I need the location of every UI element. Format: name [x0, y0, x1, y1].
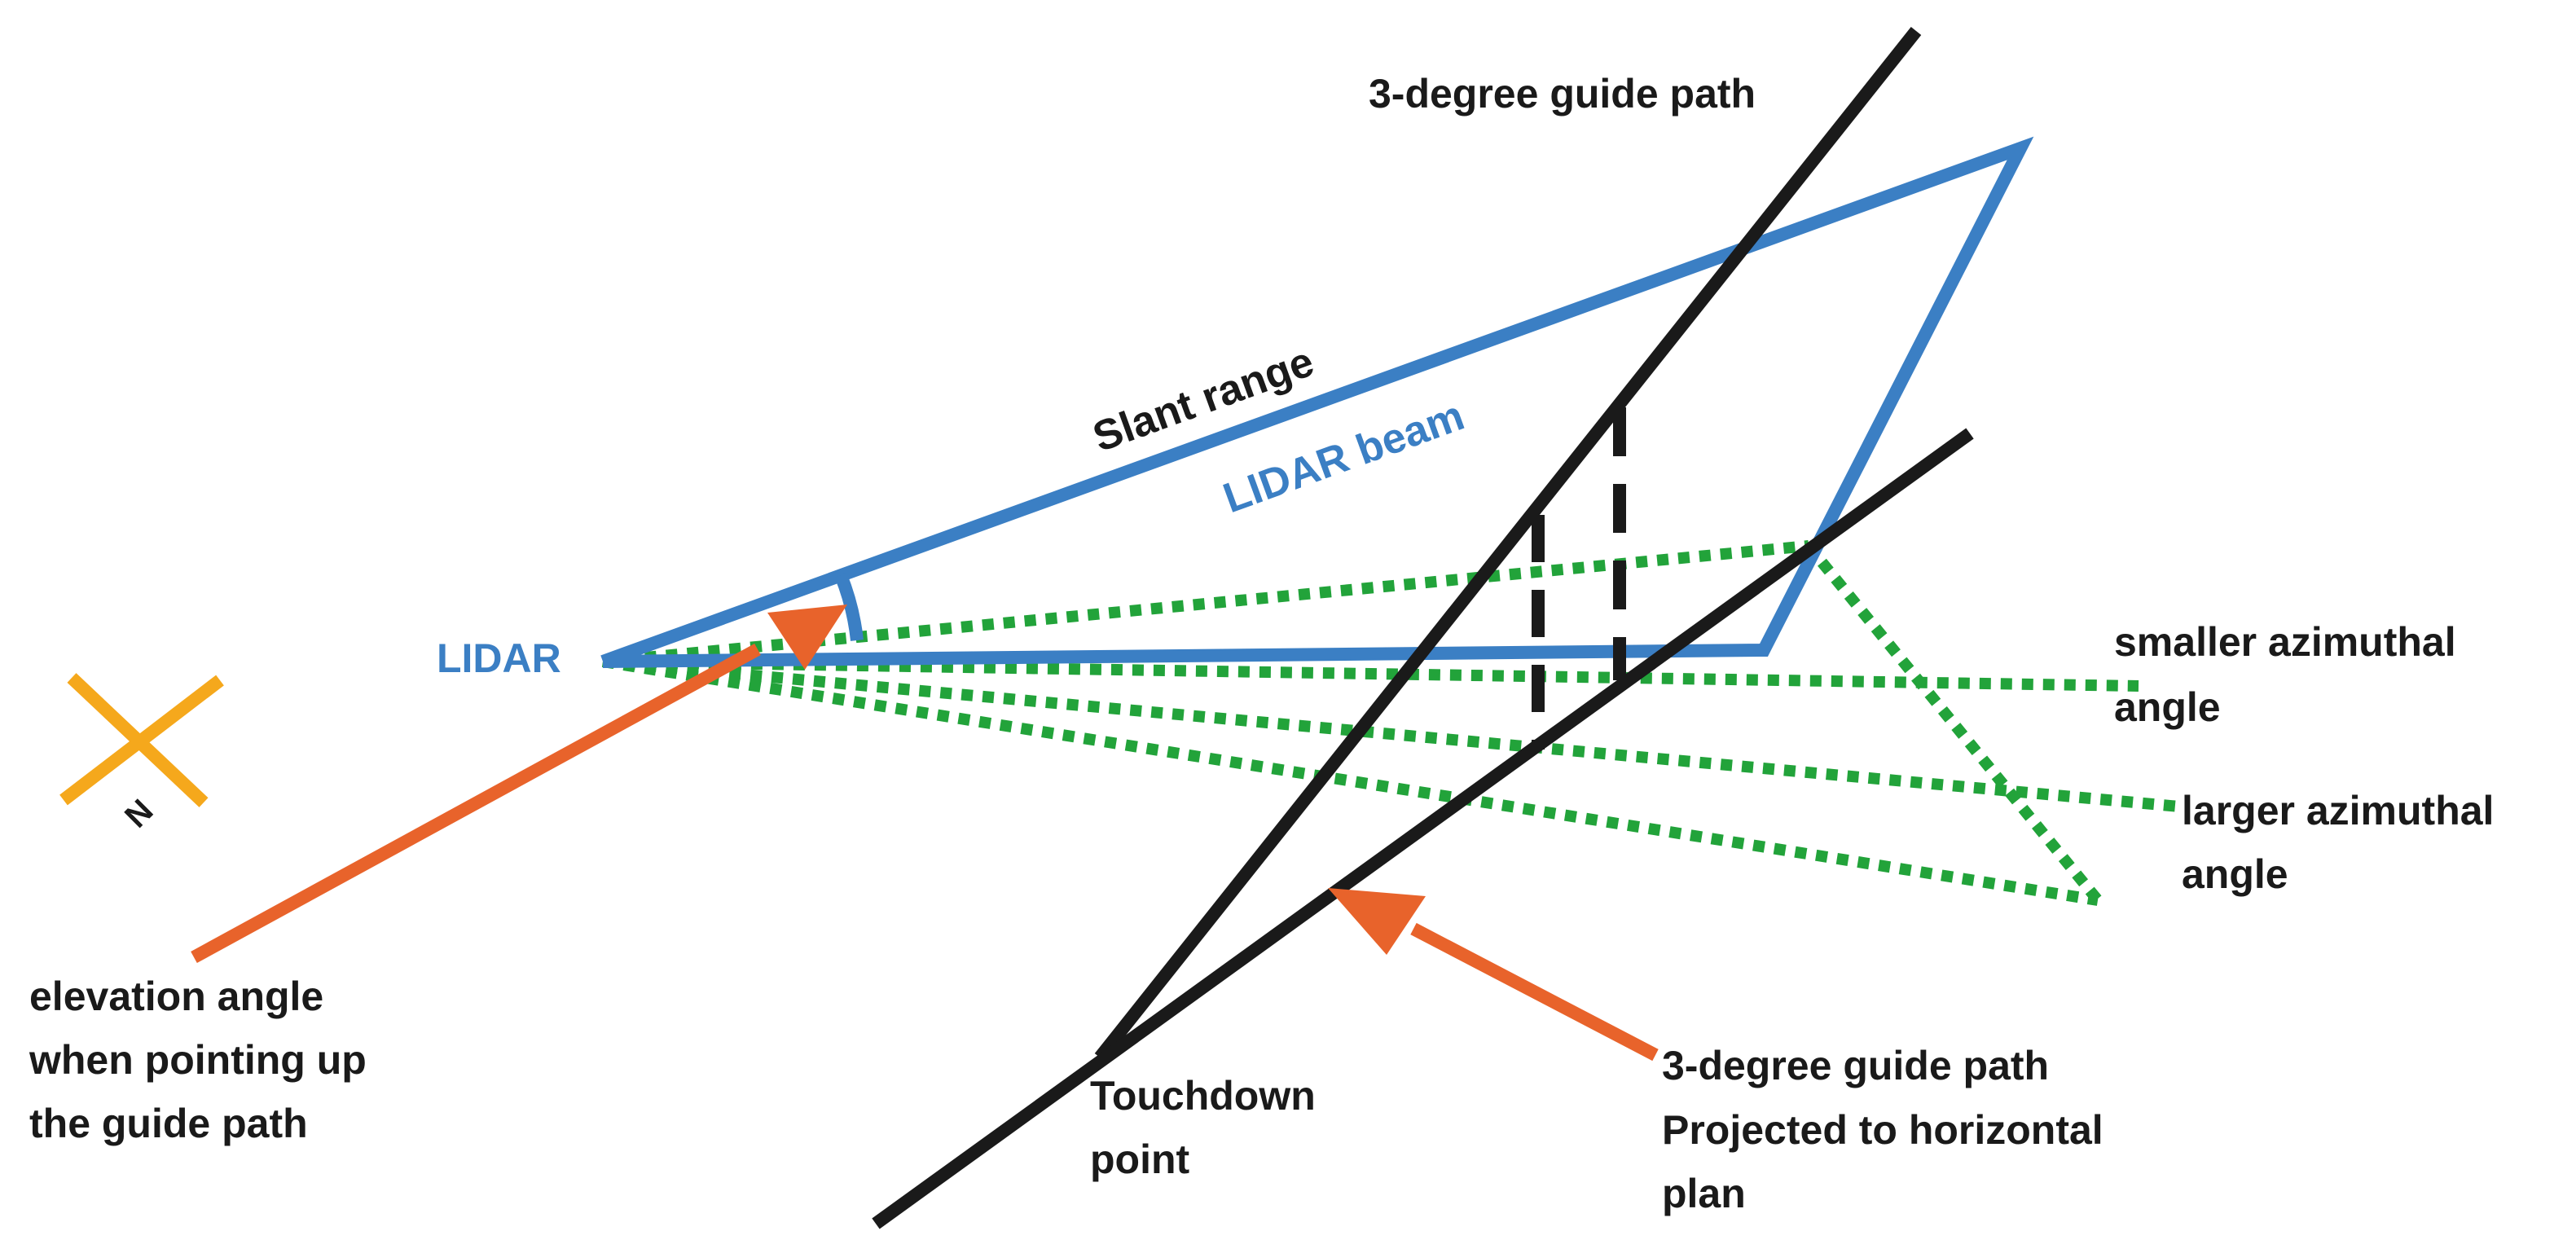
larger-azimuthal-label: larger azimuthal angle: [2182, 788, 2505, 897]
projected-guide-path-label: 3-degree guide path Projected to horizon…: [1662, 1043, 2115, 1216]
projected-arrow-shaft: [1410, 922, 1659, 1062]
compass-stroke-2: [59, 675, 224, 806]
elevation-angle-arc: [834, 573, 864, 641]
elevation-angle-label: elevation angle when pointing up the gui…: [29, 974, 378, 1146]
touchdown-line-1: Touchdown: [1090, 1073, 1316, 1119]
larger-azimuthal-line-1: larger azimuthal: [2182, 788, 2494, 833]
elevation-line-2: when pointing up: [29, 1037, 367, 1083]
projected-line-1: 3-degree guide path: [1662, 1043, 2049, 1088]
arrows: [191, 605, 1659, 1062]
elevation-arrow-head: [767, 605, 847, 670]
guide-paths: [872, 27, 1974, 1229]
elevation-line-1: elevation angle: [29, 974, 323, 1019]
projected-line-3: plan: [1662, 1171, 1746, 1216]
lidar-beam-label: LIDAR beam: [1217, 392, 1470, 522]
elevation-arrow-shaft: [191, 643, 761, 964]
scan-line-larger-azimuth: [602, 656, 2180, 812]
touchdown-line-2: point: [1090, 1136, 1190, 1182]
projected-line-2: Projected to horizontal: [1662, 1107, 2103, 1153]
smaller-azimuthal-label: smaller azimuthal angle: [2114, 619, 2468, 730]
guide-path-projected: [872, 428, 1974, 1229]
larger-azimuthal-line-2: angle: [2182, 851, 2288, 897]
elevation-line-3: the guide path: [29, 1101, 308, 1146]
scan-line-smaller-azimuth: [602, 656, 2139, 692]
compass: [59, 673, 224, 807]
guide-path-3-degree: [1094, 27, 1922, 1062]
north-label: N: [118, 793, 160, 835]
lidar-beam: [600, 136, 2034, 668]
projected-arrow-head: [1328, 888, 1426, 955]
scan-line-edge: [1804, 542, 2103, 904]
guide-path-label: 3-degree guide path: [1369, 71, 1756, 117]
smaller-azimuthal-line-1: smaller azimuthal: [2114, 619, 2456, 665]
scan-line-upper: [602, 540, 1809, 667]
touchdown-point-label: Touchdown point: [1090, 1073, 1327, 1182]
lidar-beam-outline: [600, 136, 2034, 668]
lidar-label: LIDAR: [437, 635, 561, 681]
smaller-azimuthal-line-2: angle: [2114, 684, 2221, 730]
